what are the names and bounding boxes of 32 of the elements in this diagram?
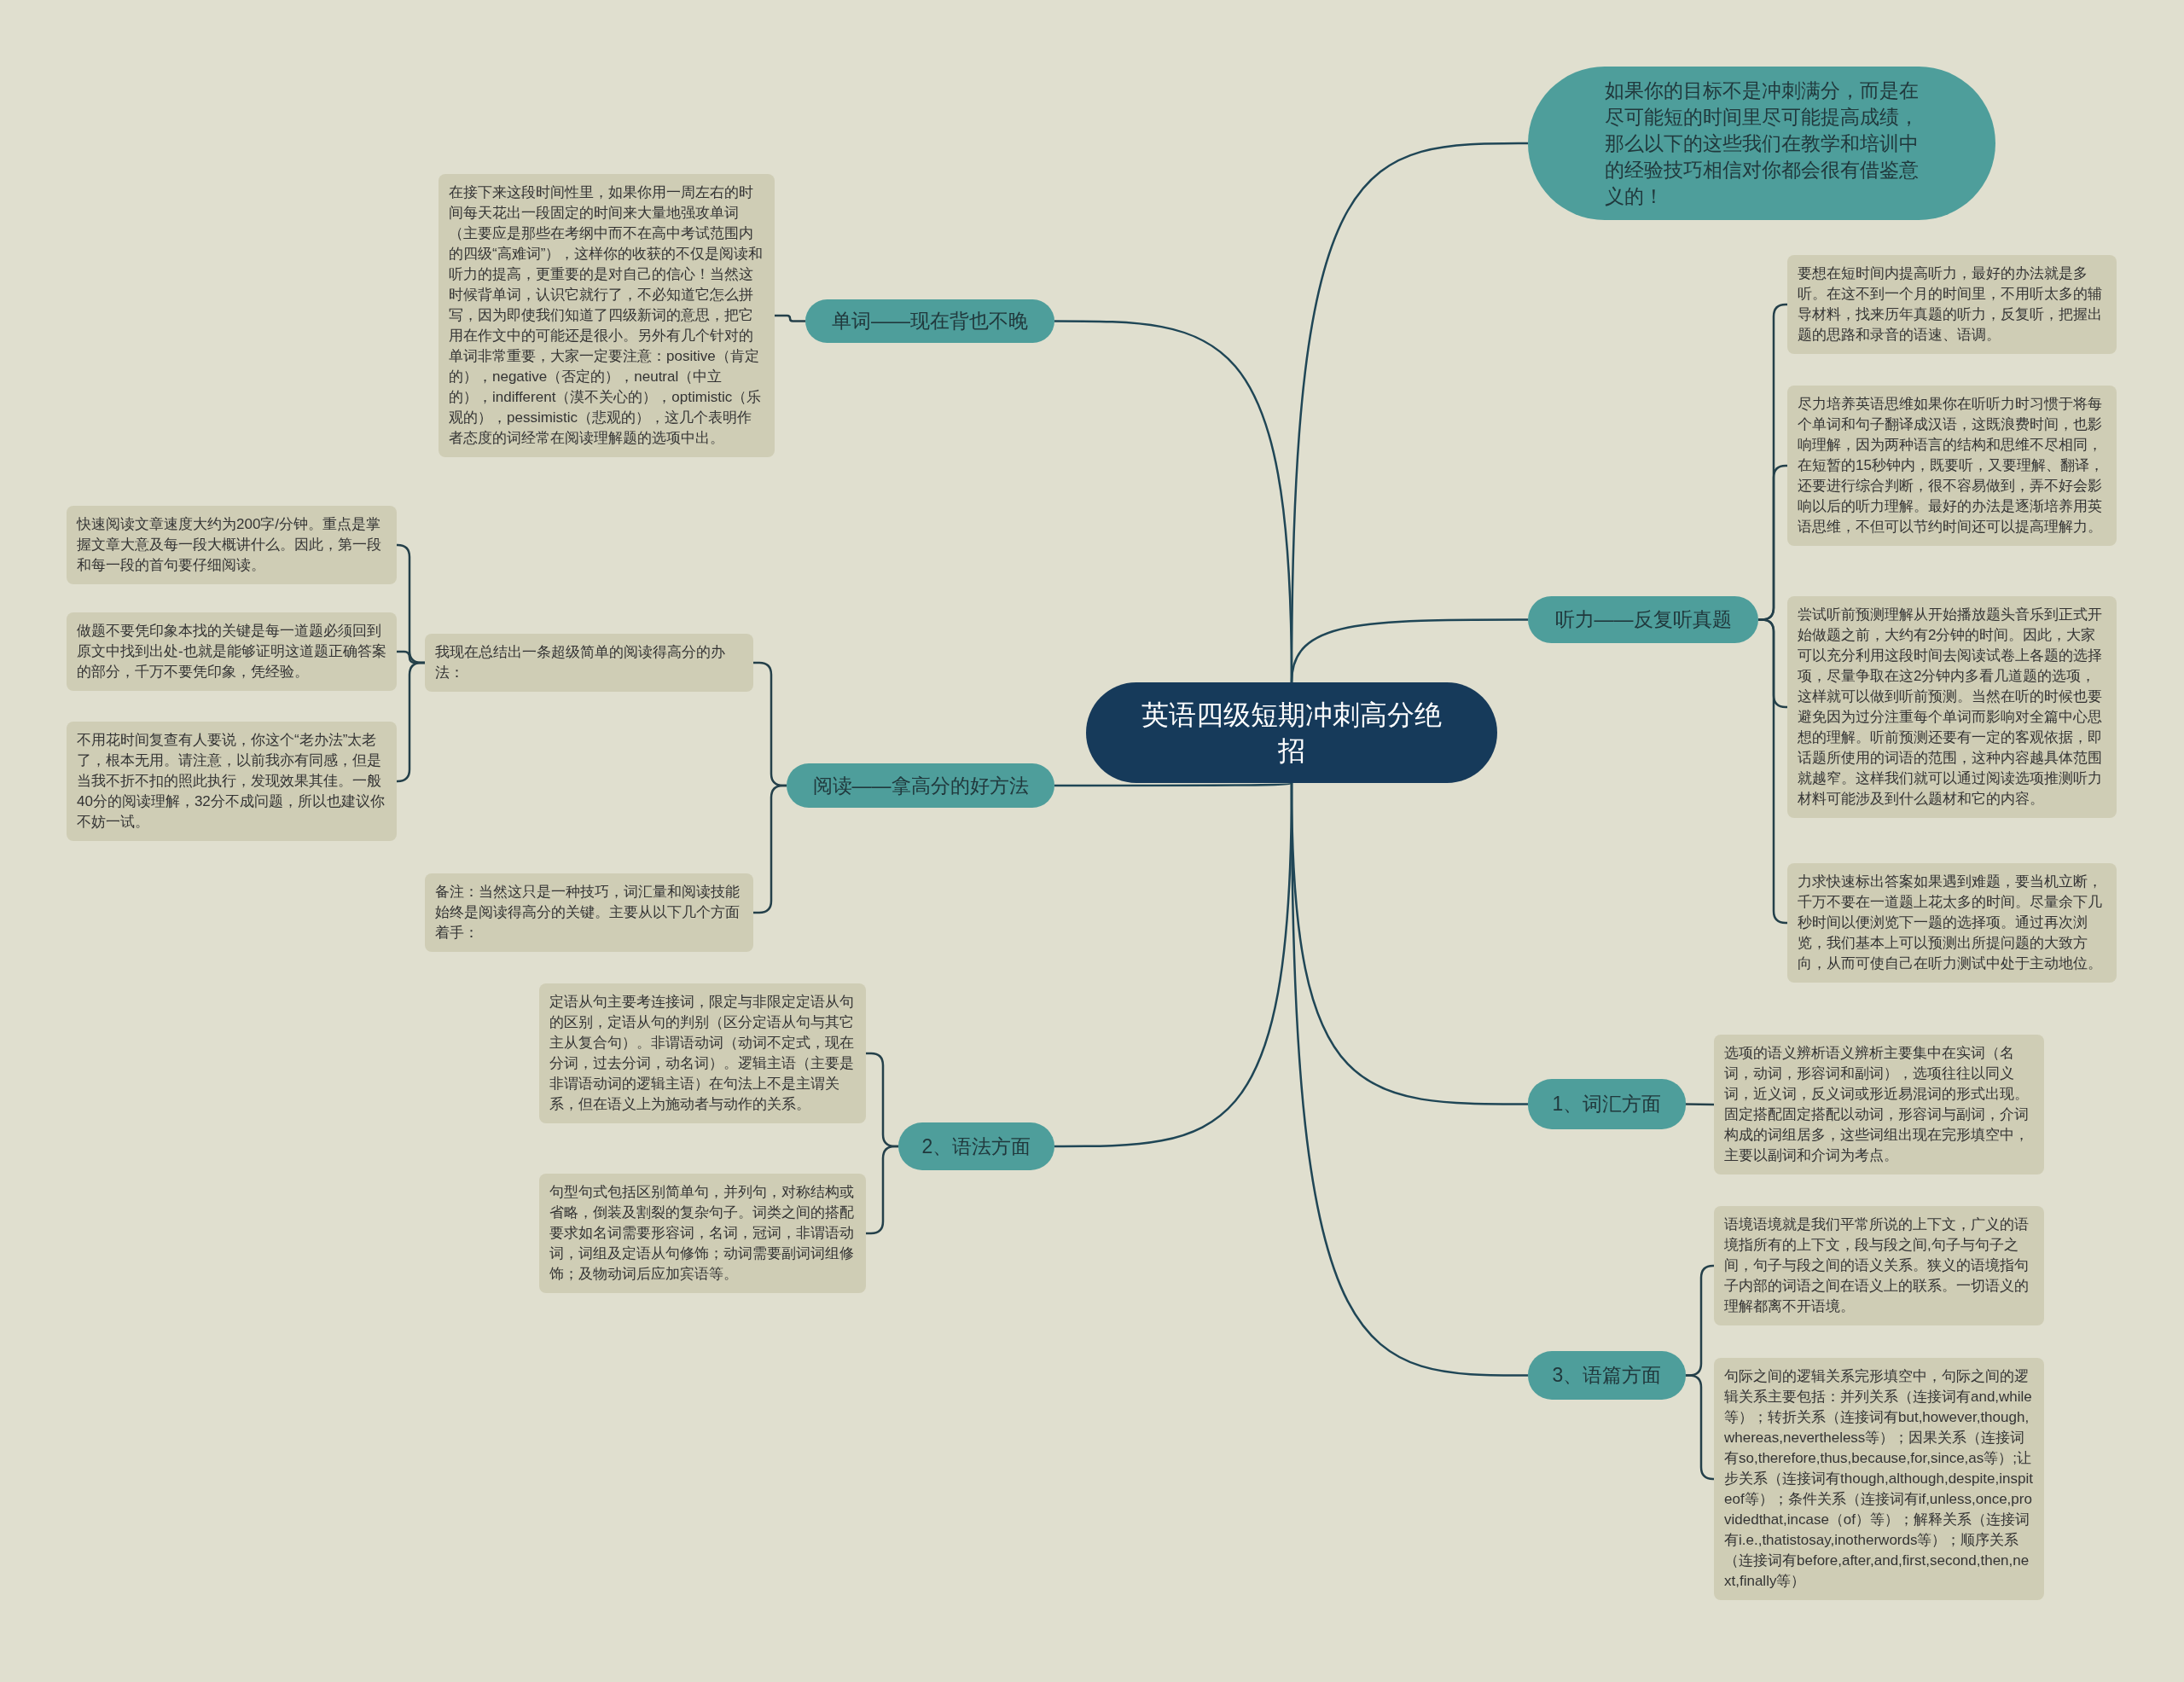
note-card: 尝试听前预测理解从开始播放题头音乐到正式开始做题之前，大约有2分钟的时间。因此，大家可以充分利用这段时间去阅读试卷上各题的选择项，尽量争取在这2分钟内多看几道题的选项，这样就可以做到听前预测。当然在听的时候也要避免因为过分注重每个单词而影响对全篇中心思想的理解。听前预测还要有一定的客观依据，即话题所使用的词语的范围，这种内容越具体范围就越窄。这样我们就可以通过阅读选项推测听力材料可能涉及到什么题材和它的内容。 [1787, 596, 2117, 818]
central-topic: 英语四级短期冲刺高分绝招 [1086, 682, 1497, 783]
branch-topic: 听力——反复听真题 [1528, 596, 1758, 643]
note-card: 句际之间的逻辑关系完形填空中，句际之间的逻辑关系主要包括：并列关系（连接词有and,while等）；转折关系（连接词有but,however,though,whereas,nevertheless等）；因果关系（连接词有so,therefore,thus,because,for,since,as等）;让步关系（连接词有though,although,despite,inspiteof等）；条件关系（连接词有if,unless,once,providedthat,incase（of）等）；解释关系（连接词有i.e.,thatistosay,inotherwords等）；顺序关系（连接词有before,after,and,first,second,then,next,finally等） [1714, 1358, 2044, 1600]
connector-line [1686, 1374, 1715, 1481]
note-card: 选项的语义辨析语义辨析主要集中在实词（名词，动词，形容词和副词），选项往往以同义词，近义词，反义词或形近易混词的形式出现。固定搭配固定搭配以动词，形容词与副词，介词构成的词组居多，这些词组出现在完形填空中，主要以副词和介词为考点。 [1714, 1035, 2044, 1174]
connector-line [1054, 781, 1292, 787]
note-card: 快速阅读文章速度大约为200字/分钟。重点是掌握文章大意及每一段大概讲什么。因此，第一段和每一段的首句要仔细阅读。 [67, 506, 397, 584]
note-card: 我现在总结出一条超级简单的阅读得高分的办法： [425, 634, 753, 692]
note-card: 定语从句主要考连接词，限定与非限定定语从句的区别，定语从句的判别（区分定语从句与其它主从复合句）。非谓语动词（动词不定式，现在分词，过去分词，动名词）。逻辑主语（主要是非谓语动词的逻辑主语）在句法上不是主谓关系，但在语义上为施动者与动作的关系。 [539, 983, 866, 1123]
connector-line [753, 784, 787, 914]
intro-bubble: 如果你的目标不是冲刺满分，而是在尽可能短的时间里尽可能提高成绩，那么以下的这些我们在教学和培训中的经验技巧相信对你都会很有借鉴意义的！ [1528, 67, 1995, 220]
branch-topic: 3、语篇方面 [1528, 1351, 1686, 1400]
branch-topic: 1、词汇方面 [1528, 1079, 1686, 1129]
branch-topic: 2、语法方面 [898, 1122, 1054, 1170]
note-card: 做题不要凭印象本找的关键是每一道题必须回到原文中找到出处-也就是能够证明这道题正确答案的部分，千万不要凭印象，凭经验。 [67, 612, 397, 691]
branch-topic: 阅读——拿高分的好方法 [787, 763, 1054, 808]
connector-line [775, 314, 805, 322]
note-card: 语境语境就是我们平常所说的上下文，广义的语境指所有的上下文，段与段之间,句子与句子之间，句子与段之间的语义关系。狭义的语境指句子内部的词语之间在语义上的联系。一切语义的理解都离不开语境。 [1714, 1206, 2044, 1325]
note-card: 尽力培养英语思维如果你在听听力时习惯于将每个单词和句子翻译成汉语，这既浪费时间，也影响理解，因为两种语言的结构和思维不尽相同，在短暂的15秒钟内，既要听，又要理解、翻译，还要进行综合判断，很不容易做到，弄不好会影响以后的听力理解。最好的办法是逐渐培养用英语思维，不但可以节约时间还可以提高理解力。 [1787, 386, 2117, 546]
branch-topic: 单词——现在背也不晚 [805, 299, 1054, 343]
connector-line [1290, 783, 1528, 1377]
connector-line [1290, 618, 1528, 683]
connector-line [396, 661, 425, 783]
note-card: 力求快速标出答案如果遇到难题，要当机立断，千万不要在一道题上花太多的时间。尽量余下几秒时间以便浏览下一题的选择项。通过再次浏览，我们基本上可以预测出所提问题的大致方向，从而可使自己在听力测试中处于主动地位。 [1787, 863, 2117, 983]
connector-line [1758, 618, 1788, 925]
connector-line [1686, 1103, 1714, 1106]
note-card: 备注：当然这只是一种技巧，词汇量和阅读技能始终是阅读得高分的关键。主要从以下几个方面着手： [425, 873, 753, 952]
note-card: 在接下来这段时间性里，如果你用一周左右的时间每天花出一段固定的时间来大量地强攻单词（主要应是那些在考纲中而不在高中考试范围内的四级“高难词”），这样你的收获的不仅是阅读和听力的提高，更重要的是对自己的信心！当然这时候背单词，认识它就行了，不必知道它怎么拼写，因为即使我们知道了四级新词的意思，把它用在作文中的可能还是很小。另外有几个针对的单词非常重要，大家一定要注意：positive（肯定的），negative（否定的），neutral（中立的），indifferent（漠不关心的），optimistic（乐观的），pessimistic（悲观的），这几个表明作者态度的词经常在阅读理解题的选项中出。 [439, 174, 775, 457]
note-card: 不用花时间复查有人要说，你这个“老办法”太老了，根本无用。请注意，以前我亦有同感，但是当我不折不扣的照此执行，发现效果其佳。一般40分的阅读理解，32分不成问题，所以也建议你不妨一试。 [67, 722, 397, 841]
note-card: 要想在短时间内提高听力，最好的办法就是多听。在这不到一个月的时间里，不用听太多的辅导材料，找来历年真题的听力，反复听，把握出题的思路和录音的语速、语调。 [1787, 255, 2117, 354]
note-card: 句型句式包括区别简单句，并列句，对称结构或省略，倒装及割裂的复杂句子。词类之间的搭配要求如名词需要形容词，名词，冠词，非谓语动词，词组及定语从句修饰；动词需要副词词组修饰；及物动词后应加宾语等。 [539, 1174, 866, 1293]
